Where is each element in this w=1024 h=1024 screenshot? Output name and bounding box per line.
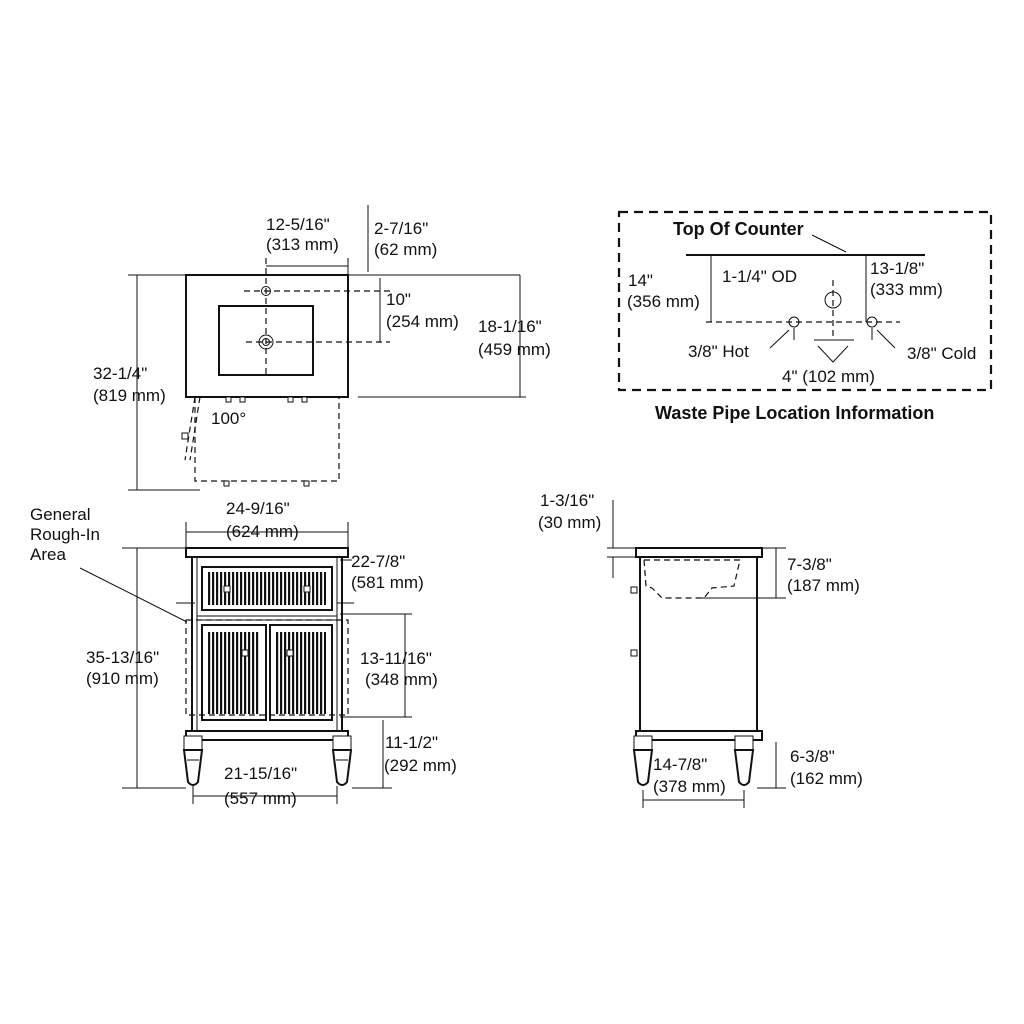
waste-pipe-panel: Top Of Counter 14" (356 mm) 1-1/4" OD 13… xyxy=(617,210,993,423)
drawer-knob-right xyxy=(303,585,311,593)
hot-supply-circle xyxy=(788,316,800,328)
waste-pipe-circle xyxy=(824,291,842,309)
spacing-label: 4" (102 mm) xyxy=(782,367,875,386)
front-width-dim: 24-9/16" xyxy=(226,499,290,518)
svg-text:(557 mm): (557 mm) xyxy=(224,789,297,808)
side-leg-front xyxy=(632,749,654,786)
svg-text:Area: Area xyxy=(30,545,66,564)
front-leg-left xyxy=(182,749,204,786)
svg-text:Rough-In: Rough-In xyxy=(30,525,100,544)
svg-text:(62 mm): (62 mm) xyxy=(374,240,437,259)
svg-text:(581 mm): (581 mm) xyxy=(351,573,424,592)
cold-supply-circle xyxy=(866,316,878,328)
leg-height-dim: 11-1/2" xyxy=(385,733,438,752)
svg-text:(910 mm): (910 mm) xyxy=(86,669,159,688)
svg-text:(348 mm): (348 mm) xyxy=(365,670,438,689)
od-label: 1-1/4" OD xyxy=(722,267,797,286)
leg-width-dim: 21-15/16" xyxy=(224,764,297,783)
svg-text:(356 mm): (356 mm) xyxy=(627,292,700,311)
svg-text:(30 mm): (30 mm) xyxy=(538,513,601,532)
countertop-outline xyxy=(185,274,349,398)
left-door-knob xyxy=(241,649,249,657)
left-door xyxy=(201,624,267,721)
inner-width-dim: 22-7/8" xyxy=(351,552,405,571)
svg-text:(292 mm): (292 mm) xyxy=(384,756,457,775)
side-view: 1-3/16" (30 mm) 7-3/8" (187 mm) 14-7/8" … xyxy=(538,491,863,808)
svg-text:(162 mm): (162 mm) xyxy=(790,769,863,788)
drawer xyxy=(201,566,333,611)
svg-text:(187 mm): (187 mm) xyxy=(787,576,860,595)
side-drawer-knob xyxy=(630,586,638,594)
front-countertop xyxy=(185,547,349,558)
faucet-hole-dim: 2-7/16" xyxy=(374,219,428,238)
right-door-knob xyxy=(286,649,294,657)
counter-depth-dim: 18-1/16" xyxy=(478,317,542,336)
door-height-dim: 13-11/16" xyxy=(360,649,432,668)
top-of-counter-label: Top Of Counter xyxy=(673,219,804,239)
svg-text:(313 mm): (313 mm) xyxy=(266,235,339,254)
svg-text:(459 mm): (459 mm) xyxy=(478,340,551,359)
side-leg-back xyxy=(733,749,755,786)
total-depth-dim: 32-1/4" xyxy=(93,364,147,383)
supply-height-dim: 13-1/8" xyxy=(870,259,924,278)
faucet-hole xyxy=(261,286,271,296)
waste-pipe-box xyxy=(617,210,993,392)
svg-text:(254 mm): (254 mm) xyxy=(386,312,459,331)
basin-outline xyxy=(218,305,314,376)
side-cabinet xyxy=(639,556,758,732)
rough-in-label: General xyxy=(30,505,90,524)
side-door-knob xyxy=(630,649,638,657)
svg-text:(378 mm): (378 mm) xyxy=(653,777,726,796)
front-height-dim: 35-13/16" xyxy=(86,648,159,667)
front-leg-right xyxy=(331,749,353,786)
front-view: General Rough-In Area 24-9/16" (624 mm) … xyxy=(30,499,457,808)
waste-pipe-caption: Waste Pipe Location Information xyxy=(655,403,934,423)
side-countertop xyxy=(635,547,763,558)
side-basin xyxy=(643,559,741,599)
drain-depth-dim: 10" xyxy=(386,290,411,309)
top-view: 12-5/16" (313 mm) 2-7/16" (62 mm) 10" (2… xyxy=(93,205,551,491)
top-thickness-dim: 1-3/16" xyxy=(540,491,594,510)
drawer-knob-left xyxy=(223,585,231,593)
hot-label: 3/8" Hot xyxy=(688,342,749,361)
right-door xyxy=(269,624,333,721)
drain-height-dim: 14" xyxy=(628,271,653,290)
side-leg-depth-dim: 14-7/8" xyxy=(653,755,707,774)
cabinet-outline xyxy=(194,396,340,482)
svg-text:(624 mm): (624 mm) xyxy=(226,522,299,541)
bowl-depth-dim: 7-3/8" xyxy=(787,555,832,574)
side-leg-height-dim: 6-3/8" xyxy=(790,747,835,766)
drain-offset-dim: 12-5/16" xyxy=(266,215,330,234)
rough-in-area xyxy=(185,619,349,716)
svg-text:(333 mm): (333 mm) xyxy=(870,280,943,299)
door-angle-label: 100° xyxy=(211,409,246,428)
cold-label: 3/8" Cold xyxy=(907,344,976,363)
svg-text:(819 mm): (819 mm) xyxy=(93,386,166,405)
